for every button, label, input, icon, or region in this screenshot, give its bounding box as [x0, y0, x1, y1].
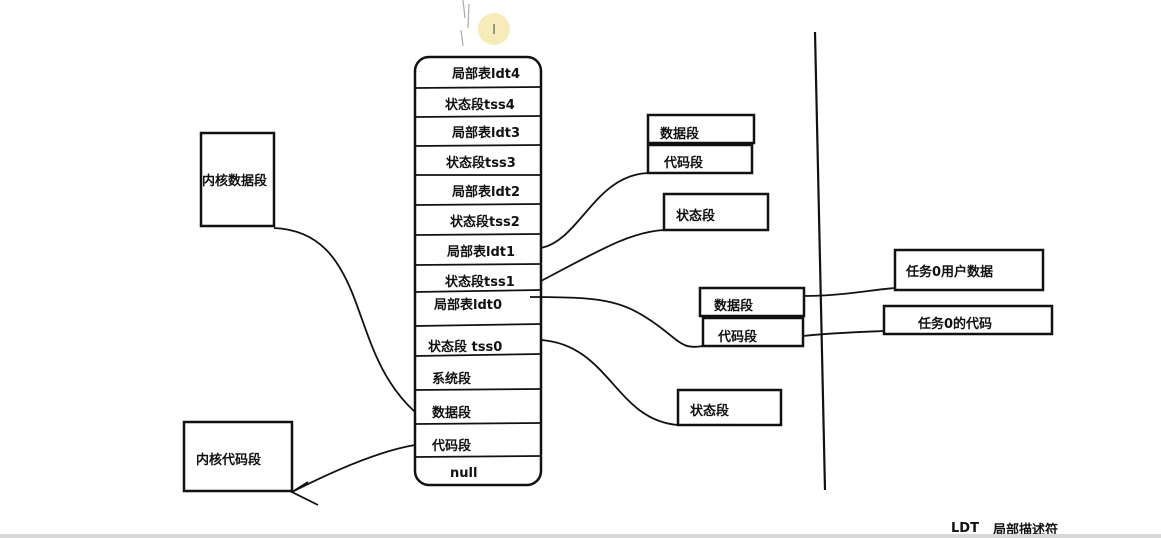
gdt-table: 局部表ldt4 状态段tss4 局部表ldt3 状态段tss3 局部表ldt2 …	[413, 55, 543, 487]
gdt-row-code: 代码段	[431, 438, 471, 454]
caption-ldt: LDT	[951, 521, 979, 536]
gdt-row-divider	[414, 263, 542, 266]
gdt-row-null: null	[450, 466, 477, 481]
gdt-row-tss1: 状态段tss1	[445, 274, 515, 290]
gdt-row-system: 系统段	[432, 371, 471, 387]
svg-text:代码段: 代码段	[663, 155, 703, 171]
svg-text:状态段: 状态段	[690, 403, 729, 419]
kernel-data-box: 内核数据段	[199, 131, 276, 228]
cursor-icon: I	[478, 13, 510, 45]
user-code-box: 任务0的代码	[882, 304, 1054, 336]
separator-line	[813, 31, 827, 491]
svg-text:I: I	[492, 23, 496, 38]
gdt-row-ldt0: 局部表ldt0	[434, 297, 502, 313]
gdt-row-divider	[414, 388, 542, 391]
task0-code-box: 代码段	[701, 316, 805, 348]
gdt-row-divider	[414, 289, 542, 293]
gdt-row-divider	[414, 422, 542, 425]
kernel-code-box: 内核代码段	[182, 420, 294, 493]
svg-text:任务0的代码: 任务0的代码	[917, 316, 992, 332]
gdt-row-data: 数据段	[432, 405, 471, 421]
gdt-row-ldt4: 局部表ldt4	[452, 66, 520, 82]
connector-user-data	[803, 287, 896, 297]
connector-tss1	[540, 229, 665, 282]
connector-ldt0	[529, 296, 704, 348]
svg-text:数据段: 数据段	[660, 126, 699, 142]
gdt-row-ldt1: 局部表ldt1	[447, 244, 515, 260]
gdt-row-ldt2: 局部表ldt2	[452, 184, 520, 200]
svg-text:内核代码段: 内核代码段	[196, 452, 261, 468]
gdt-row-tss3: 状态段tss3	[446, 155, 516, 171]
gdt-row-tss4: 状态段tss4	[445, 97, 515, 113]
arrow-head	[290, 481, 319, 506]
task1-code-box: 代码段	[646, 143, 754, 175]
sketch-mark	[460, 0, 470, 47]
gdt-row-divider	[414, 144, 542, 147]
gdt-row-tss2: 状态段tss2	[450, 214, 520, 230]
connector-tss0	[540, 339, 679, 426]
task1-state-box: 状态段	[662, 192, 770, 232]
task0-data-box: 数据段	[698, 286, 806, 318]
svg-text:代码段: 代码段	[717, 329, 757, 345]
gdt-row-divider	[414, 455, 542, 458]
user-data-box: 任务0用户数据	[893, 248, 1045, 292]
svg-text:状态段: 状态段	[676, 208, 715, 224]
connector-user-code	[802, 330, 885, 337]
gdt-row-divider	[414, 115, 542, 118]
svg-text:数据段: 数据段	[714, 298, 753, 314]
gdt-row-divider	[414, 86, 542, 89]
gdt-row-divider	[414, 323, 542, 327]
svg-text:内核数据段: 内核数据段	[202, 173, 267, 189]
gdt-row-divider	[414, 203, 542, 206]
connector-kernel-code	[291, 444, 416, 493]
gdt-row-ldt3: 局部表ldt3	[452, 125, 520, 141]
svg-text:任务0用户数据: 任务0用户数据	[905, 264, 993, 280]
footer-bar	[0, 534, 1161, 538]
gdt-row-tss0: 状态段 tss0	[428, 339, 502, 355]
connector-ldt1	[540, 172, 649, 249]
gdt-row-divider	[414, 353, 542, 357]
task0-state-box: 状态段	[676, 388, 783, 427]
gdt-row-divider	[414, 233, 542, 236]
task1-data-box: 数据段	[646, 113, 756, 145]
connector-kernel-data	[273, 227, 416, 413]
